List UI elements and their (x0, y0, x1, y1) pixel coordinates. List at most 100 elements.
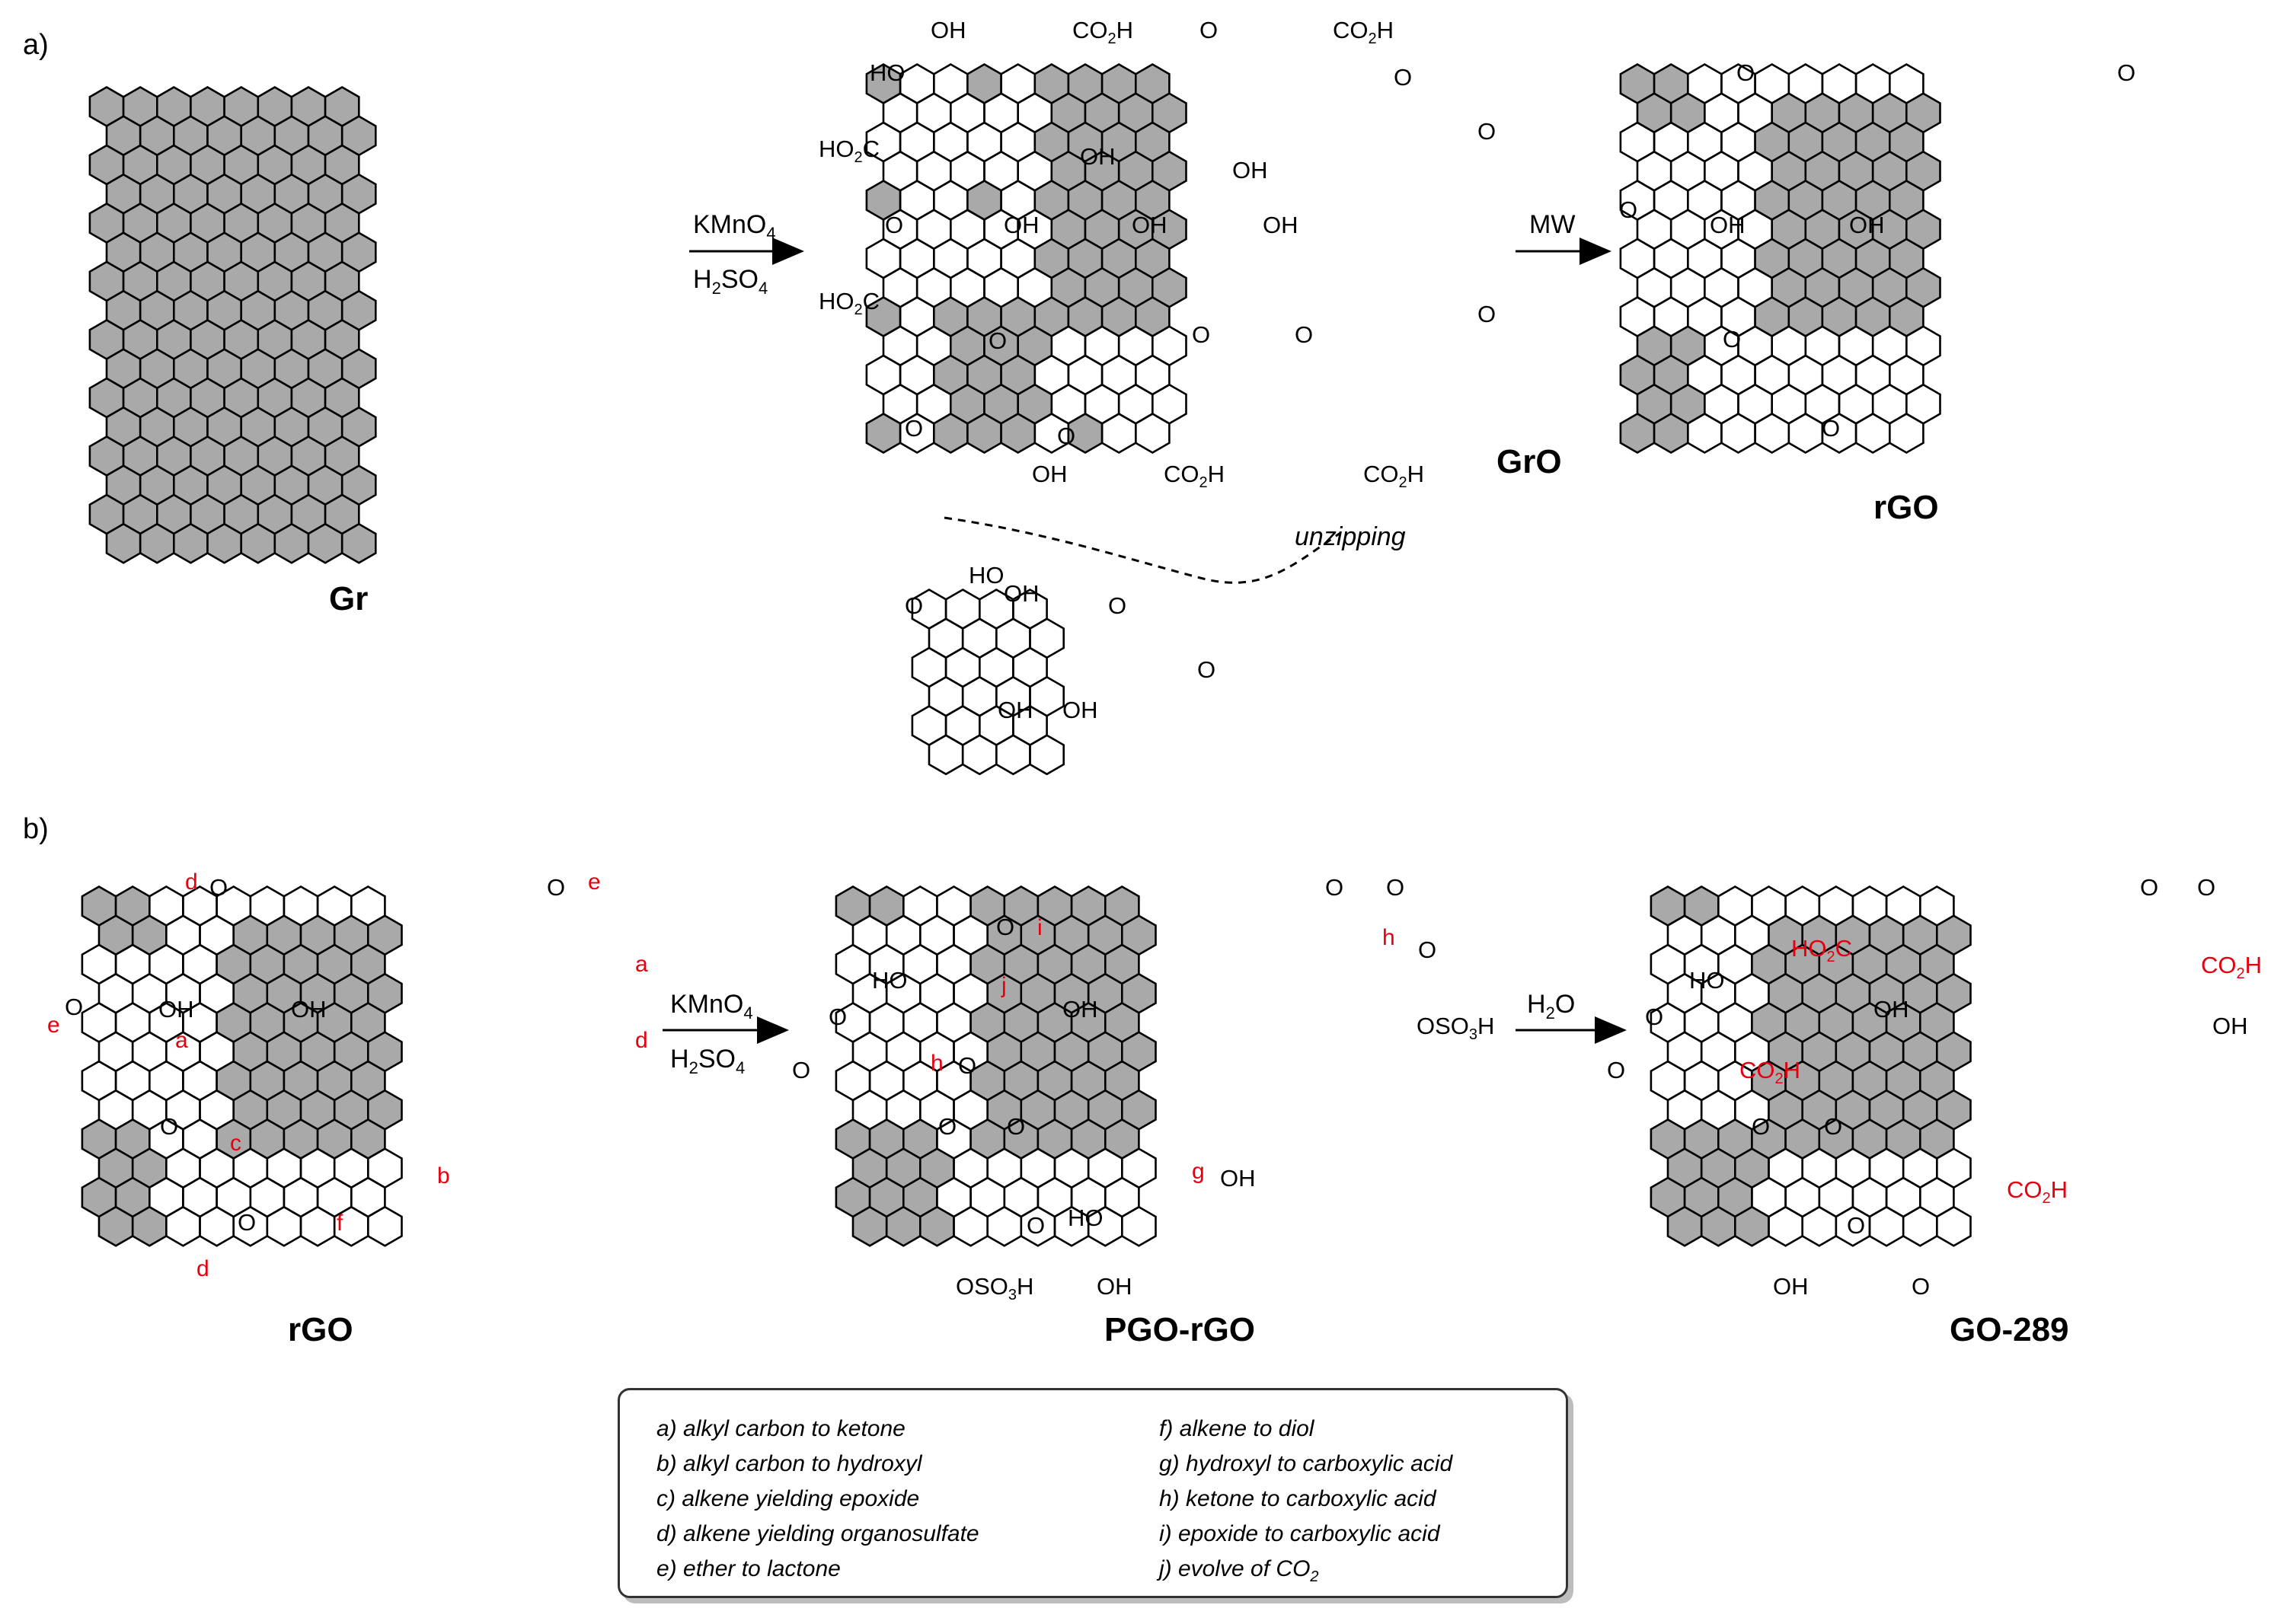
legend-item-j: j) evolve of CO2 (1159, 1556, 1319, 1585)
go-289-hexagon (1734, 1205, 1770, 1247)
go-289-hexagon (1868, 1205, 1905, 1247)
group-oh: OH (158, 996, 194, 1023)
site-label-d: d (635, 1028, 648, 1053)
graphite-oxide-hexagon (1000, 412, 1036, 454)
group-o: O (905, 592, 924, 619)
reduced-graphene-oxide-a-hexagon (1754, 412, 1790, 454)
group-ho: HO (969, 562, 1005, 589)
group-o: O (1822, 415, 1841, 442)
pgo-rgo-hexagon (1121, 1205, 1157, 1247)
site-label-c: c (230, 1131, 241, 1156)
graphite-hexagon (139, 522, 175, 564)
reduced-graphene-oxide-b-hexagon (131, 1205, 168, 1247)
group-oh: OH (1080, 143, 1116, 170)
group-o: O (1007, 1113, 1026, 1140)
go-289-hexagon (1801, 1205, 1838, 1247)
group-oh: OH (1220, 1165, 1256, 1192)
reduced-graphene-oxide-b-hexagon (97, 1205, 134, 1247)
unzipped-fragment-hexagon (961, 734, 998, 776)
group-o: O (1645, 1003, 1664, 1030)
reagent-kmno4-a: KMnO4 (693, 210, 776, 243)
group-o: O (1325, 874, 1344, 901)
panel-label-b: b) (23, 813, 49, 845)
legend-item-h: h) ketone to carboxylic acid (1159, 1486, 1436, 1511)
unzipped-fragment-hexagon (995, 734, 1031, 776)
group-oh: OH (1032, 461, 1068, 487)
site-label-b: b (437, 1163, 450, 1188)
label-rgo-bottom: rGO (288, 1311, 353, 1348)
graphite-oxide-hexagon (1100, 412, 1137, 454)
reduced-graphene-oxide-b-hexagon (266, 1205, 302, 1247)
legend-item-c: c) alkene yielding epoxide (656, 1486, 920, 1511)
group-oh: OH (1062, 697, 1098, 723)
group-oh: OH (1710, 212, 1746, 238)
legend-item-d: d) alkene yielding organosulfate (656, 1521, 979, 1546)
pgo-rgo-hexagon (885, 1205, 922, 1247)
group-ho: HO (870, 59, 906, 86)
group-o: O (1197, 656, 1216, 683)
graphite-hexagon (240, 522, 276, 564)
reduced-graphene-oxide-b-hexagon (366, 1205, 403, 1247)
group-o: O (1723, 326, 1742, 353)
unzipping-curve (944, 516, 1341, 584)
reagent-kmno4-b: KMnO4 (670, 990, 753, 1023)
reduced-graphene-oxide-a-hexagon (1787, 412, 1824, 455)
group-oh: OH (1132, 212, 1167, 238)
reagent-h2o: H2O (1527, 990, 1576, 1023)
unzipped-fragment-hexagon (928, 734, 964, 776)
reagent-h2so4-b: H2SO4 (670, 1045, 746, 1077)
reduced-graphene-oxide-b-hexagon (299, 1205, 336, 1247)
group-co2h-red: CO2H (2007, 1176, 2068, 1208)
group-o: O (792, 1057, 811, 1083)
group-co2h: CO2H (1072, 17, 1134, 48)
group-o: O (989, 327, 1008, 354)
group-o: O (1394, 64, 1413, 91)
site-label-e: e (47, 1013, 60, 1038)
pgo-rgo-hexagon (986, 1205, 1023, 1247)
site-label-d: d (196, 1256, 209, 1281)
graphite-oxide-hexagon (865, 412, 902, 454)
group-oh: OH (1873, 996, 1909, 1023)
graphite-hexagon (173, 522, 209, 564)
site-label-g: g (1192, 1159, 1205, 1184)
group-ho2c: HO2C (819, 136, 880, 167)
reduced-graphene-oxide-a-hexagon (1653, 412, 1689, 454)
group-ho: HO (872, 967, 908, 994)
group-o: O (160, 1113, 179, 1140)
reduced-graphene-oxide-a-hexagon (1889, 412, 1924, 455)
legend-item-b: b) alkyl carbon to hydroxyl (656, 1451, 922, 1476)
legend-item-f: f) alkene to diol (1159, 1416, 1314, 1441)
group-ho: HO (1068, 1204, 1104, 1231)
go-289-hexagon (1666, 1205, 1703, 1247)
label-go-289: GO-289 (1950, 1311, 2069, 1348)
unzipped-fragment-hexagon (1029, 734, 1065, 776)
go-289-hexagon (1700, 1205, 1736, 1247)
group-o: O (2140, 874, 2159, 901)
group-o: O (905, 415, 924, 442)
group-co2h: CO2H (1333, 17, 1394, 48)
group-oh: OH (2212, 1013, 2248, 1039)
group-ho2c: HO2C (819, 288, 880, 319)
legend-item-i: i) epoxide to carboxylic acid (1159, 1521, 1440, 1546)
group-o: O (1912, 1273, 1931, 1300)
go-289-hexagon (1902, 1205, 1938, 1247)
group-oh: OH (1263, 212, 1298, 238)
graphite-hexagon (307, 522, 343, 564)
group-o: O (2117, 59, 2136, 86)
group-oh: OH (998, 697, 1033, 723)
go-289-hexagon (1936, 1205, 1972, 1247)
group-o: O (1295, 321, 1314, 348)
label-unzipping: unzipping (1295, 522, 1406, 551)
pgo-rgo-hexagon (953, 1205, 989, 1247)
reduced-graphene-oxide-a-hexagon (1619, 412, 1656, 454)
group-o: O (1199, 17, 1219, 43)
group-o: O (1847, 1212, 1866, 1239)
group-co2h: CO2H (1363, 461, 1425, 492)
group-co2h-red: CO2H (2201, 952, 2263, 983)
graphite-oxide-hexagon (933, 412, 969, 455)
group-o: O (1057, 423, 1076, 449)
group-o: O (1824, 1113, 1843, 1140)
label-pgo-rgo: PGO-rGO (1104, 1311, 1256, 1348)
group-co2h: CO2H (1164, 461, 1225, 492)
group-o: O (1619, 196, 1638, 223)
